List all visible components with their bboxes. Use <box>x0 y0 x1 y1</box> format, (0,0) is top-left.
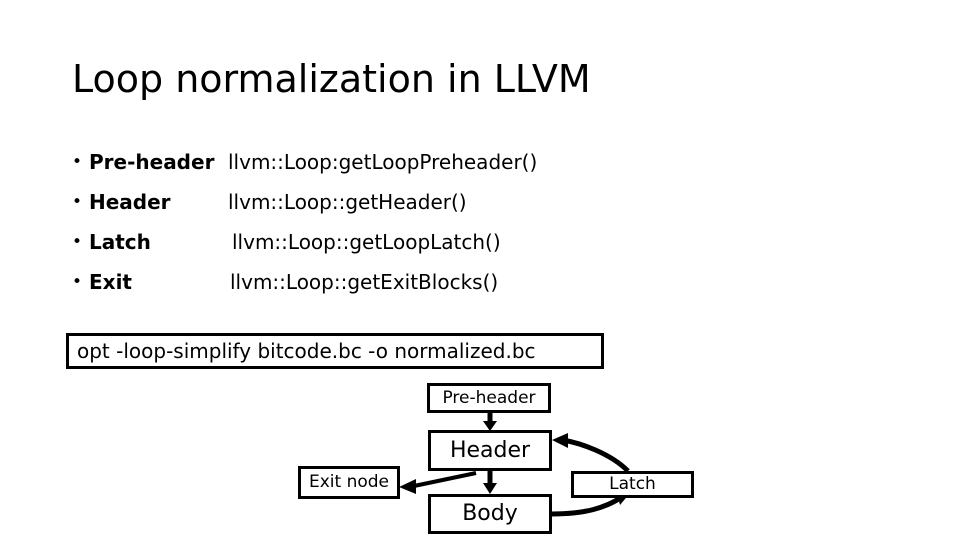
command-box: opt -loop-simplify bitcode.bc -o normali… <box>66 333 604 369</box>
edge-header-to-exit <box>399 471 477 494</box>
command-text: opt -loop-simplify bitcode.bc -o normali… <box>77 339 536 363</box>
list-item-code: llvm::Loop:getLoopPreheader() <box>228 150 538 174</box>
bullet-point-icon: • <box>72 232 83 252</box>
list-item-code: llvm::Loop::getLoopLatch() <box>232 230 501 254</box>
bullet-point-icon: • <box>72 272 83 292</box>
flow-node-latch: Latch <box>571 471 694 498</box>
flowchart-edges <box>399 413 630 517</box>
list-item: • Header llvm::Loop::getHeader() <box>72 182 692 222</box>
bullet-list: • Pre-header llvm::Loop:getLoopPreheader… <box>72 142 692 302</box>
flow-node-preheader: Pre-header <box>427 383 551 413</box>
list-item-term: Header <box>89 190 171 214</box>
list-item-term: Exit <box>89 270 132 294</box>
list-item-term: Pre-header <box>89 150 215 174</box>
edge-latch-to-header <box>552 433 630 473</box>
list-item-code: llvm::Loop::getHeader() <box>228 190 467 214</box>
list-item-code: llvm::Loop::getExitBlocks() <box>230 270 499 294</box>
loop-structure-diagram: Pre-header Header Exit node Latch Body <box>280 375 720 540</box>
edge-header-to-body <box>483 471 497 494</box>
list-item-term: Latch <box>89 230 151 254</box>
page-title: Loop normalization in LLVM <box>72 57 591 101</box>
list-item: • Exit llvm::Loop::getExitBlocks() <box>72 262 692 302</box>
flow-node-header: Header <box>428 430 552 471</box>
edge-preheader-to-header <box>483 413 497 431</box>
list-item: • Latch llvm::Loop::getLoopLatch() <box>72 222 692 262</box>
bullet-point-icon: • <box>72 152 83 172</box>
list-item: • Pre-header llvm::Loop:getLoopPreheader… <box>72 142 692 182</box>
bullet-point-icon: • <box>72 192 83 212</box>
flow-node-exit: Exit node <box>298 466 400 499</box>
flow-node-body: Body <box>428 494 552 534</box>
